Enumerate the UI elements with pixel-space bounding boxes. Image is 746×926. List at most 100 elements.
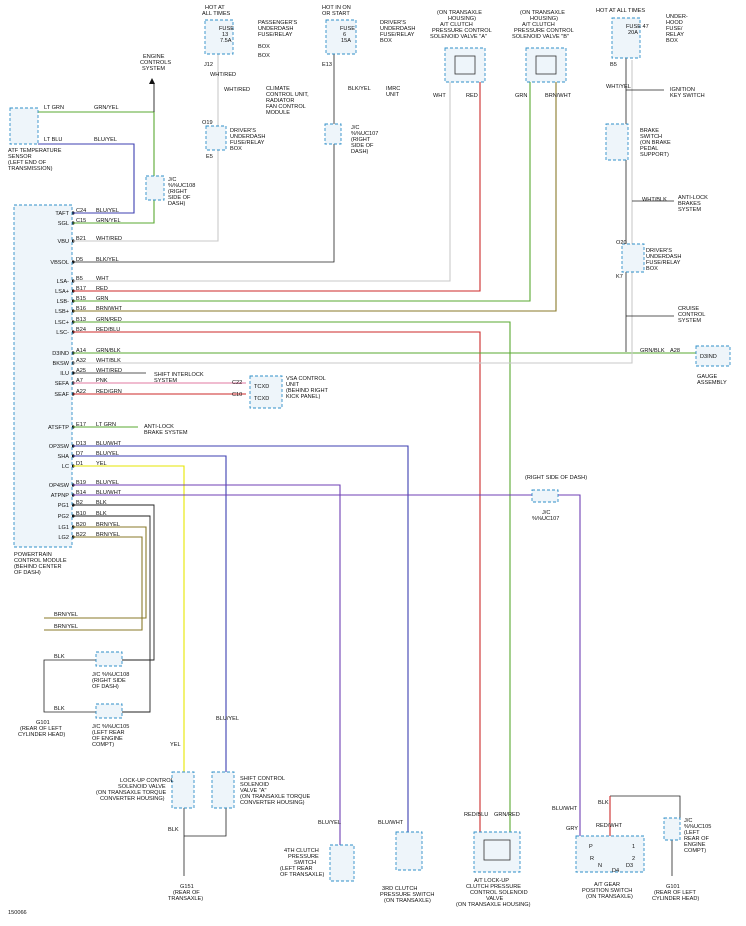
pcm-wire-color: BLU/YEL (96, 451, 119, 457)
pcm-wire-color: BRN/YEL (96, 522, 120, 528)
pcm-pin-vbsol: VBSOL (50, 260, 69, 266)
pcm-pin-lsa: LSA+ (55, 289, 69, 295)
pcm-box (13, 204, 73, 548)
gear-d4-label: D4 (612, 868, 619, 874)
pcm-pin-lsc: LSC+ (55, 320, 69, 326)
blu-yel-bottom-label: BLU/YEL (318, 820, 341, 826)
pcm-wire-color: WHT (96, 276, 109, 282)
wire-wht-red-vbu (73, 48, 219, 242)
wht-valve-label: WHT (433, 93, 446, 99)
sw3-box (395, 831, 423, 871)
wht-red-label-2: WHT/RED (224, 87, 250, 93)
pcm-pin-number: B10 (76, 511, 86, 517)
pcm-pin-number: A25 (76, 368, 86, 374)
pcm-pin-op3sw: OP3SW (49, 444, 70, 450)
jc105-box (95, 703, 123, 719)
pcm-pin-sefa: SEFA (55, 381, 70, 387)
pcm-pin-op4sw: OP4SW (49, 483, 70, 489)
pcm-pin-number: B13 (76, 317, 86, 323)
e5-label: E5 (206, 154, 213, 160)
pcm-pin-number: A32 (76, 358, 86, 364)
brn-wht-valve-label: BRN/WHT (545, 93, 572, 99)
lockup-valve-coil-icon (483, 839, 511, 861)
pcm-pin-number: B2 (76, 500, 83, 506)
pcm-pin-lsb: LSB- (57, 299, 70, 305)
wire-brn-yel-lg2 (44, 536, 143, 631)
pcm-wire-color: BLU/YEL (96, 480, 119, 486)
pcm-pin-number: C24 (76, 208, 86, 214)
blu-wht-gear-label: BLU/WHT (552, 806, 578, 812)
pcm-wire-color: GRN/BLK (96, 348, 121, 354)
valve-a-coil-icon (454, 55, 476, 75)
pcm-pin-lsb: LSB+ (55, 309, 69, 315)
pcm-pin-atsftp: ATSFTP (48, 425, 69, 431)
pcm-wire-color: BRN/YEL (96, 532, 120, 538)
pcm-pin-number: D1 (76, 461, 83, 467)
o19-label: O19 (202, 120, 213, 126)
pcm-pin-lg2: LG2 (58, 535, 69, 541)
o20-label: O20 (616, 240, 627, 246)
pcm-wire-color: RED/GRN (96, 389, 122, 395)
grn-valve-label: GRN (515, 93, 527, 99)
blk-label-1: BLK (168, 827, 179, 833)
gry-label: GRY (566, 826, 578, 832)
pcm-wire-color: WHT/BLK (96, 358, 121, 364)
red-blu-label: RED/BLU (464, 812, 488, 818)
pcm-pin-pg2: PG2 (58, 514, 69, 520)
pcm-pin-number: D13 (76, 441, 86, 447)
brn-yel-label-1: BRN/YEL (54, 612, 78, 618)
grn-red-label: GRN/RED (494, 812, 520, 818)
pcm-pin-sha: SHA (57, 454, 69, 460)
pcm-wire-color: LT GRN (96, 422, 116, 428)
a28-label: A28 (670, 348, 680, 354)
red-wht-label: RED/WHT (596, 823, 623, 829)
pcm-pin-lsa: LSA- (57, 279, 70, 285)
pcm-pin-number: B15 (76, 296, 86, 302)
c10-label: C10 (232, 392, 242, 398)
pcm-pin-taft: TAFT (55, 211, 69, 217)
wht-yel-label: WHT/YEL (606, 84, 631, 90)
pcm-pin-ilu: ILU (60, 371, 69, 377)
pcm-pin-number: B17 (76, 286, 86, 292)
pcm-pin-number: B24 (76, 327, 86, 333)
right-dash-label: (RIGHT SIDE OF DASH) (525, 475, 587, 481)
wht-red-label-1: WHT/RED (210, 72, 236, 78)
grn-yel-label: GRN/YEL (94, 105, 119, 111)
blu-yel-vert-label: BLU/YEL (216, 716, 239, 722)
pcm-wire-color: YEL (96, 461, 107, 467)
pcm-wire-color: GRN/YEL (96, 218, 121, 224)
fuse6-box (325, 19, 357, 55)
fuse13-box (204, 19, 234, 55)
wire-red-blu-lsc-minus (73, 331, 481, 832)
pcm-pin-number: A14 (76, 348, 86, 354)
gear-p-label: P (589, 844, 593, 850)
valve-b-box (525, 47, 567, 83)
brn-yel-label-2: BRN/YEL (54, 624, 78, 630)
b5-label: B5 (610, 62, 617, 68)
pcm-pin-number: B16 (76, 306, 86, 312)
pcm-pin-sgl: SGL (58, 221, 69, 227)
lt-grn-label: LT GRN (44, 105, 64, 111)
wire-ground-left (43, 659, 96, 713)
jc105b-box (663, 817, 681, 841)
pcm-pin-atpnp: ATPNP (51, 493, 70, 499)
gear-n-label: N (598, 863, 602, 869)
pcm-wire-color: BLU/WHT (96, 490, 122, 496)
e13-label: E13 (322, 62, 332, 68)
pcm-pin-number: B19 (76, 480, 86, 486)
